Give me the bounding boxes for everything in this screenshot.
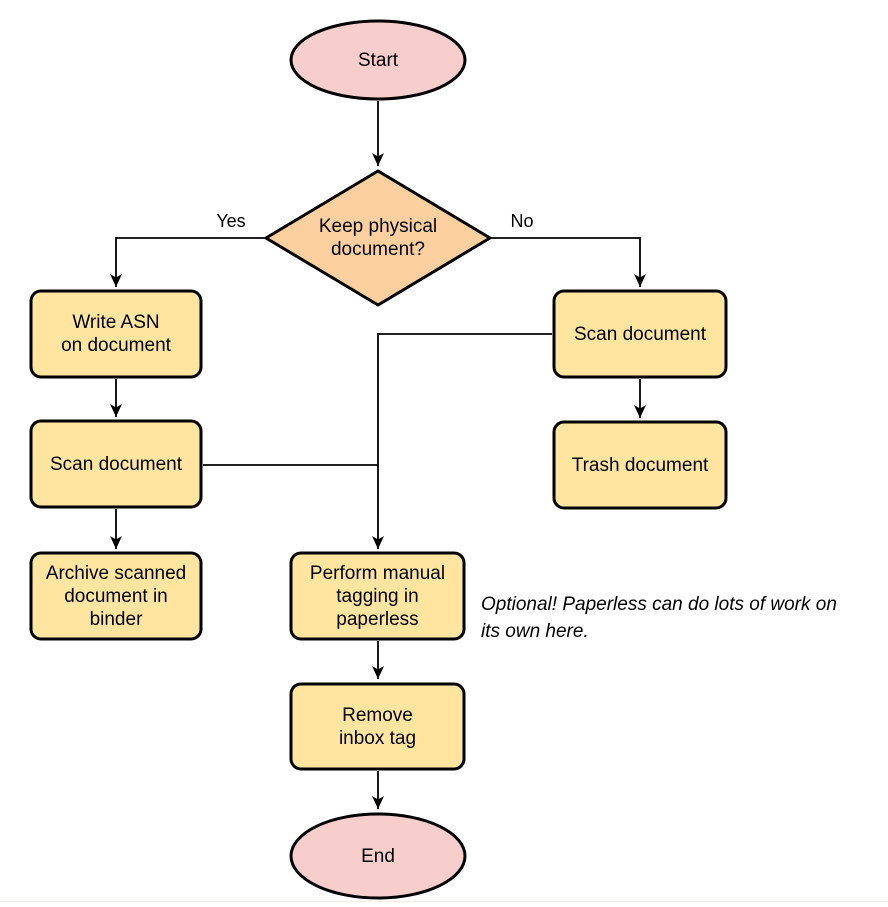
edge-decision-no-to-scan-right xyxy=(490,237,646,287)
edge-scan-right-to-tagging xyxy=(372,333,552,549)
node-write-asn-shape xyxy=(29,289,203,379)
node-scan-left-shape xyxy=(29,419,203,509)
edge-label-no: No xyxy=(500,209,544,233)
node-start-shape xyxy=(289,19,467,101)
node-decision-shape xyxy=(264,169,492,307)
optional-note: Optional! Paperless can do lots of work … xyxy=(481,594,837,642)
node-scan-right-shape xyxy=(552,289,728,379)
node-remove-shape xyxy=(289,682,466,771)
edge-decision-yes-to-write-asn xyxy=(110,237,266,287)
node-end-shape xyxy=(289,812,467,900)
edge-label-yes: Yes xyxy=(208,209,254,233)
node-archive-shape xyxy=(29,551,203,641)
bottom-separator xyxy=(0,901,888,902)
node-tagging-shape xyxy=(289,551,466,641)
node-trash-shape xyxy=(552,420,728,510)
